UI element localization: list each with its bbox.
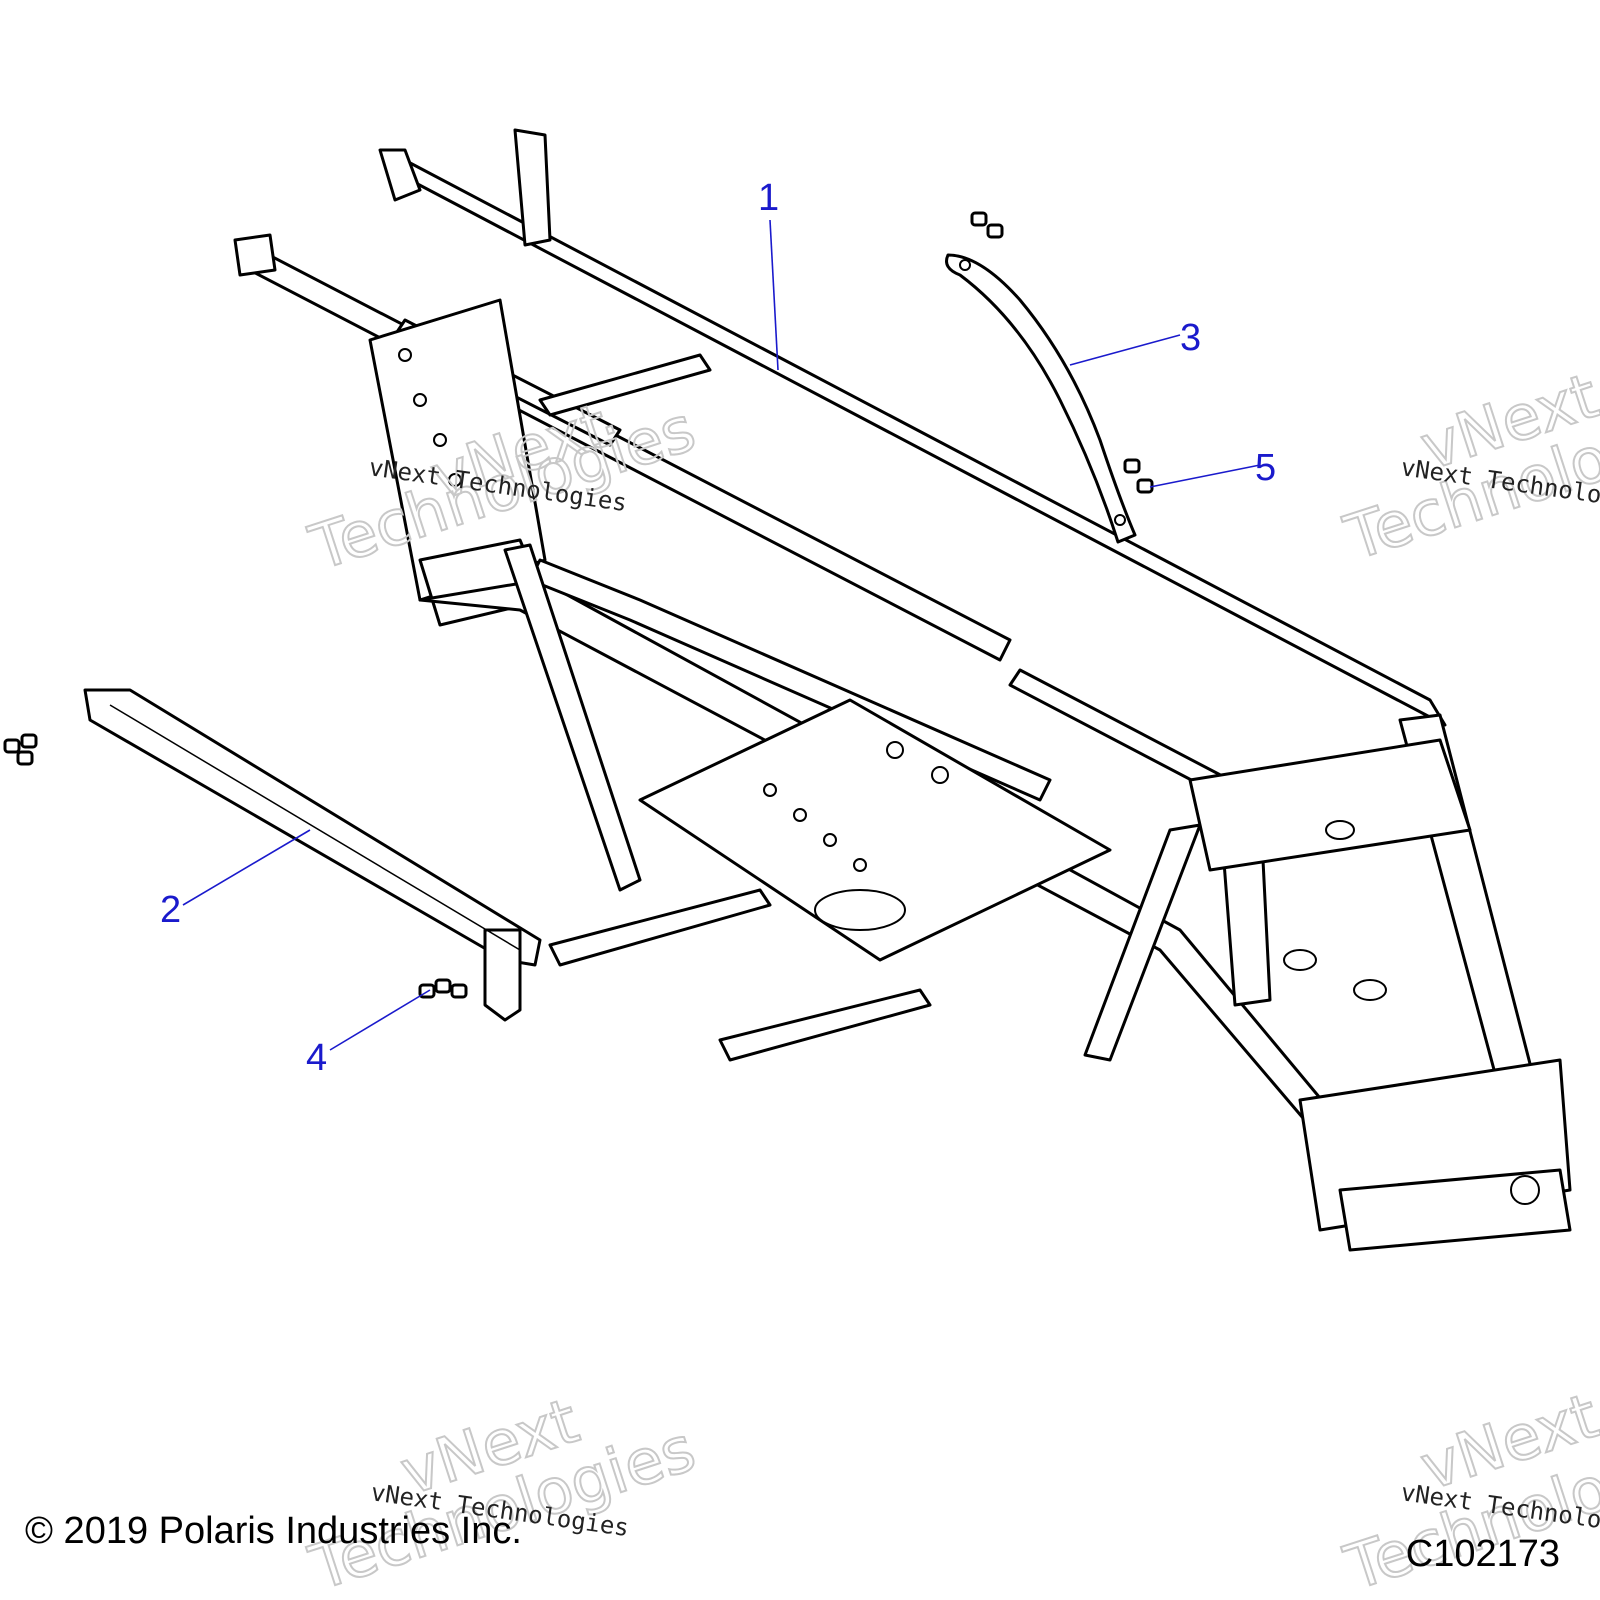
copyright-notice: © 2019 Polaris Industries Inc. <box>25 1510 522 1552</box>
main-frame-assembly <box>233 128 1572 1252</box>
callout-2: 2 <box>160 889 181 931</box>
leader-5 <box>1149 464 1261 488</box>
leader-2 <box>182 829 311 906</box>
leader-3 <box>1069 334 1181 366</box>
callouts: 1 2 3 4 5 <box>160 177 1276 1079</box>
watermark-bottom-left: vNext Technologies vNext Technologies <box>300 1383 704 1600</box>
callout-3: 3 <box>1180 317 1201 359</box>
callout-4: 4 <box>306 1037 327 1079</box>
part-3-curved-bracket <box>945 253 1137 544</box>
figure-id: C102173 <box>1405 1533 1560 1575</box>
watermark-right: vNext Technologies vNext Technologies <box>1335 358 1600 576</box>
callout-5: 5 <box>1255 447 1276 489</box>
leader-1 <box>769 219 779 371</box>
leader-4 <box>329 989 431 1051</box>
leader-lines <box>182 219 1261 1051</box>
fasteners-part-5 <box>1123 458 1154 494</box>
part-2-side-rail <box>83 688 542 1022</box>
fasteners-part-3 <box>970 211 1004 239</box>
fasteners-part-2 <box>3 733 38 766</box>
fasteners-part-4 <box>418 978 468 999</box>
callout-1: 1 <box>758 177 779 219</box>
